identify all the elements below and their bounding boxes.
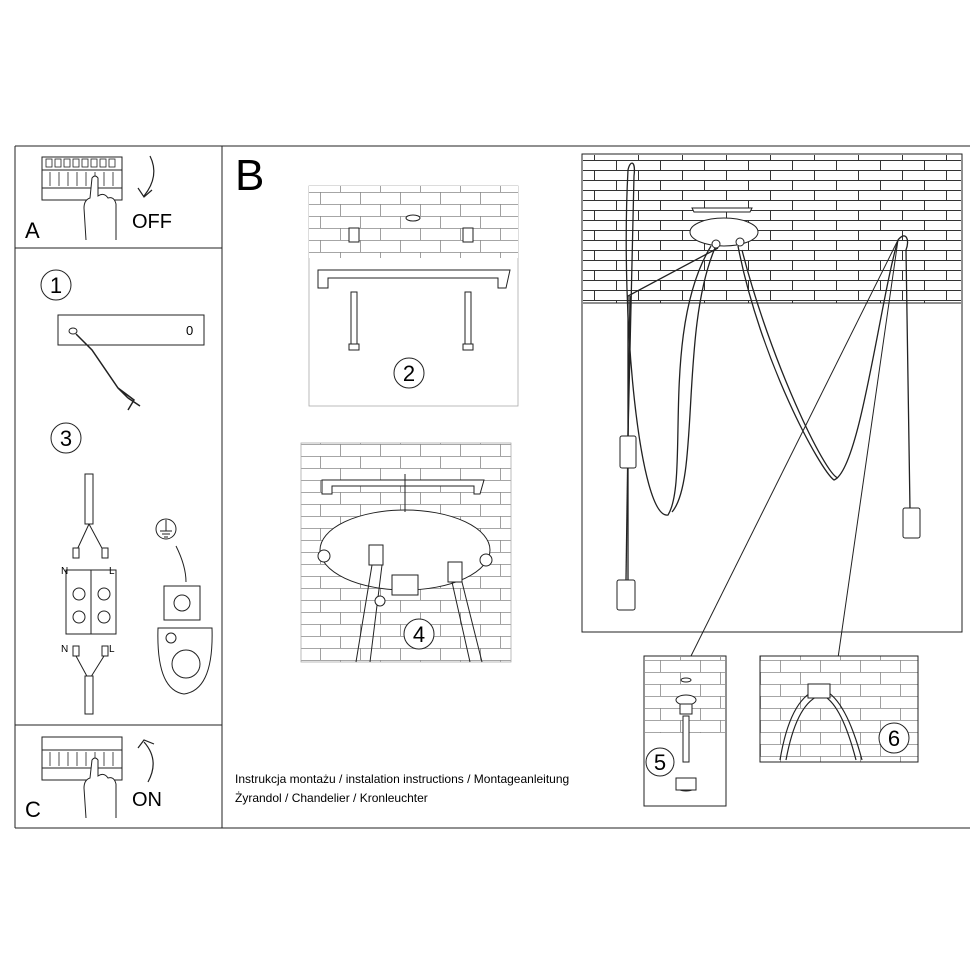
step-3-badge [50,422,82,454]
step-2: 2 [308,185,519,407]
step-2-badge [393,357,425,389]
hand-icon [83,175,117,241]
mounting-bracket-drawing [321,479,485,495]
step-2-number: 2 [403,361,415,386]
step-1: 1 0 [40,269,205,411]
wall-plug-icon [348,227,474,243]
neutral-label-bottom: N [61,644,68,655]
panel-c-letter: C [25,797,41,822]
sheet-frame [14,145,970,829]
arrow-down-icon [137,155,155,198]
panel-c-on-label: ON [132,789,162,811]
live-label-top: L [109,566,115,577]
cable-drawing [75,333,141,411]
screw-icon [675,694,697,792]
ground-terminal-drawing [155,518,213,695]
hand-icon [83,757,117,819]
terminal-block-drawing [65,473,117,715]
step-5-badge [645,747,675,777]
lamp-shade-icon [616,435,921,611]
step-5: 5 [643,655,727,807]
live-label-bottom: L [109,644,115,655]
caption-line-1: Instrukcja montażu / instalation instruc… [235,772,569,786]
step-4-number: 4 [413,622,425,647]
canopy-drawing [689,207,759,249]
step-6-number: 6 [888,726,900,751]
panel-a-off-label: OFF [132,211,172,233]
step-3-number: 3 [60,426,72,451]
plate-hole-icon [68,327,78,335]
step-4: 4 [300,442,512,663]
panel-c-breaker-on: C ON [25,736,162,822]
panel-a-letter: A [25,218,40,243]
step-6-badge [878,722,910,754]
step-3: 3 N L N L [50,422,213,715]
step-1-number: 1 [50,273,62,298]
suspension-cables [625,162,911,581]
screw-icon [348,291,474,351]
step-1-badge [40,269,72,301]
detail-leader-lines [687,239,899,663]
caption-line-2: Żyrandol / Chandelier / Kronleuchter [235,791,428,805]
breaker-box-icon [41,156,123,201]
step-6: 6 [759,655,919,763]
step-1-zero: 0 [186,323,193,338]
ceiling-plate-drawing [57,314,205,346]
breaker-box-icon [41,736,123,781]
panel-a-breaker-off: A OFF [25,155,172,243]
chandelier-overview [581,153,963,663]
mounting-bracket-drawing [317,269,511,289]
panel-b-letter: B [235,151,264,200]
neutral-label-top: N [61,566,68,577]
step-5-number: 5 [654,750,666,775]
step-4-badge [403,618,435,650]
arrow-up-icon [137,739,155,783]
